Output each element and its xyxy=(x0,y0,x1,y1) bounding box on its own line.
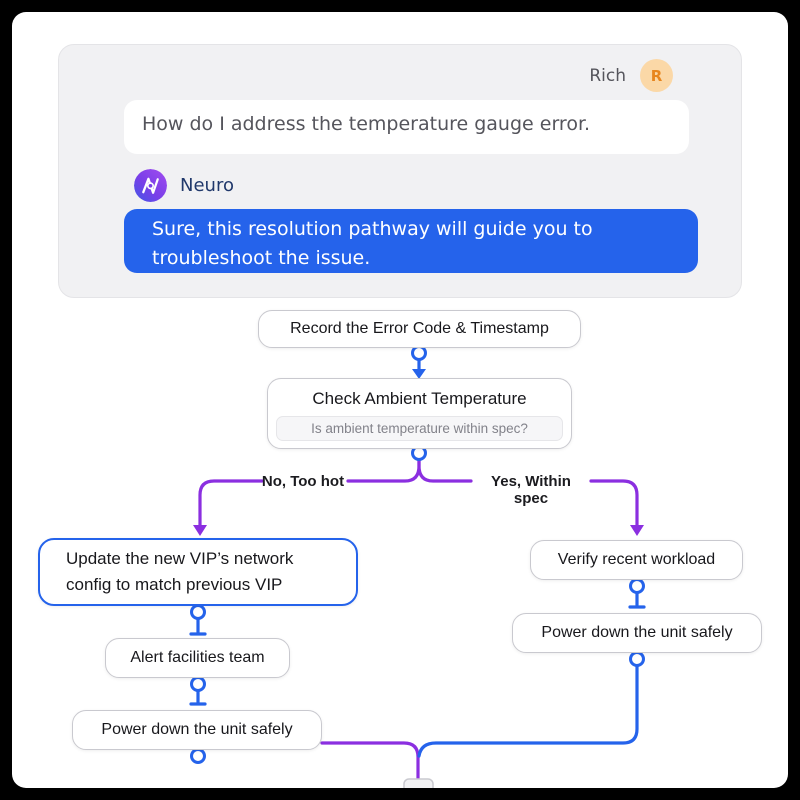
chat-user-row: Rich R xyxy=(589,59,673,92)
connector-port[interactable] xyxy=(629,651,645,667)
connector-port[interactable] xyxy=(629,578,645,594)
bot-row: Neuro xyxy=(134,169,234,202)
user-name-label: Rich xyxy=(589,65,626,86)
flow-node-check-ambient[interactable]: Check Ambient Temperature Is ambient tem… xyxy=(267,378,572,449)
flow-node-record-error[interactable]: Record the Error Code & Timestamp xyxy=(258,310,581,348)
flow-node-title: Check Ambient Temperature xyxy=(312,389,527,408)
connector-port[interactable] xyxy=(190,676,206,692)
user-message-bubble: How do I address the temperature gauge e… xyxy=(124,100,689,154)
edge-branch-yes xyxy=(417,458,644,536)
condition-question[interactable]: Is ambient temperature within spec? xyxy=(276,416,563,441)
connector-port[interactable] xyxy=(190,748,206,764)
edge-branch-no xyxy=(193,458,421,536)
flow-connectors xyxy=(189,345,646,788)
edge-record-check xyxy=(411,345,427,379)
app-page: Rich R How do I address the temperature … xyxy=(12,12,788,788)
edge-merge-right xyxy=(417,651,645,758)
bot-message-bubble: Sure, this resolution pathway will guide… xyxy=(124,209,698,273)
flow-node-update-vip-config[interactable]: Update the new VIP’s network config to m… xyxy=(38,538,358,606)
connector-port[interactable] xyxy=(411,345,427,361)
next-node-peek xyxy=(403,778,434,788)
neuro-logo-icon xyxy=(134,169,167,202)
flow-node-power-down-right[interactable]: Power down the unit safely xyxy=(512,613,762,653)
connector-port[interactable] xyxy=(190,604,206,620)
edge-update-alert xyxy=(189,604,207,636)
flow-node-alert-facilities[interactable]: Alert facilities team xyxy=(105,638,290,678)
branch-label-no: No, Too hot xyxy=(261,473,345,490)
user-avatar: R xyxy=(640,59,673,92)
edge-alert-power xyxy=(189,676,207,706)
bot-name-label: Neuro xyxy=(180,175,234,196)
branch-label-yes: Yes, Within spec xyxy=(491,473,571,507)
edge-merge-left xyxy=(320,741,420,780)
edge-verify-power xyxy=(628,578,646,609)
chat-panel: Rich R How do I address the temperature … xyxy=(58,44,742,298)
flow-node-power-down-left[interactable]: Power down the unit safely xyxy=(72,710,322,750)
flow-node-verify-workload[interactable]: Verify recent workload xyxy=(530,540,743,580)
